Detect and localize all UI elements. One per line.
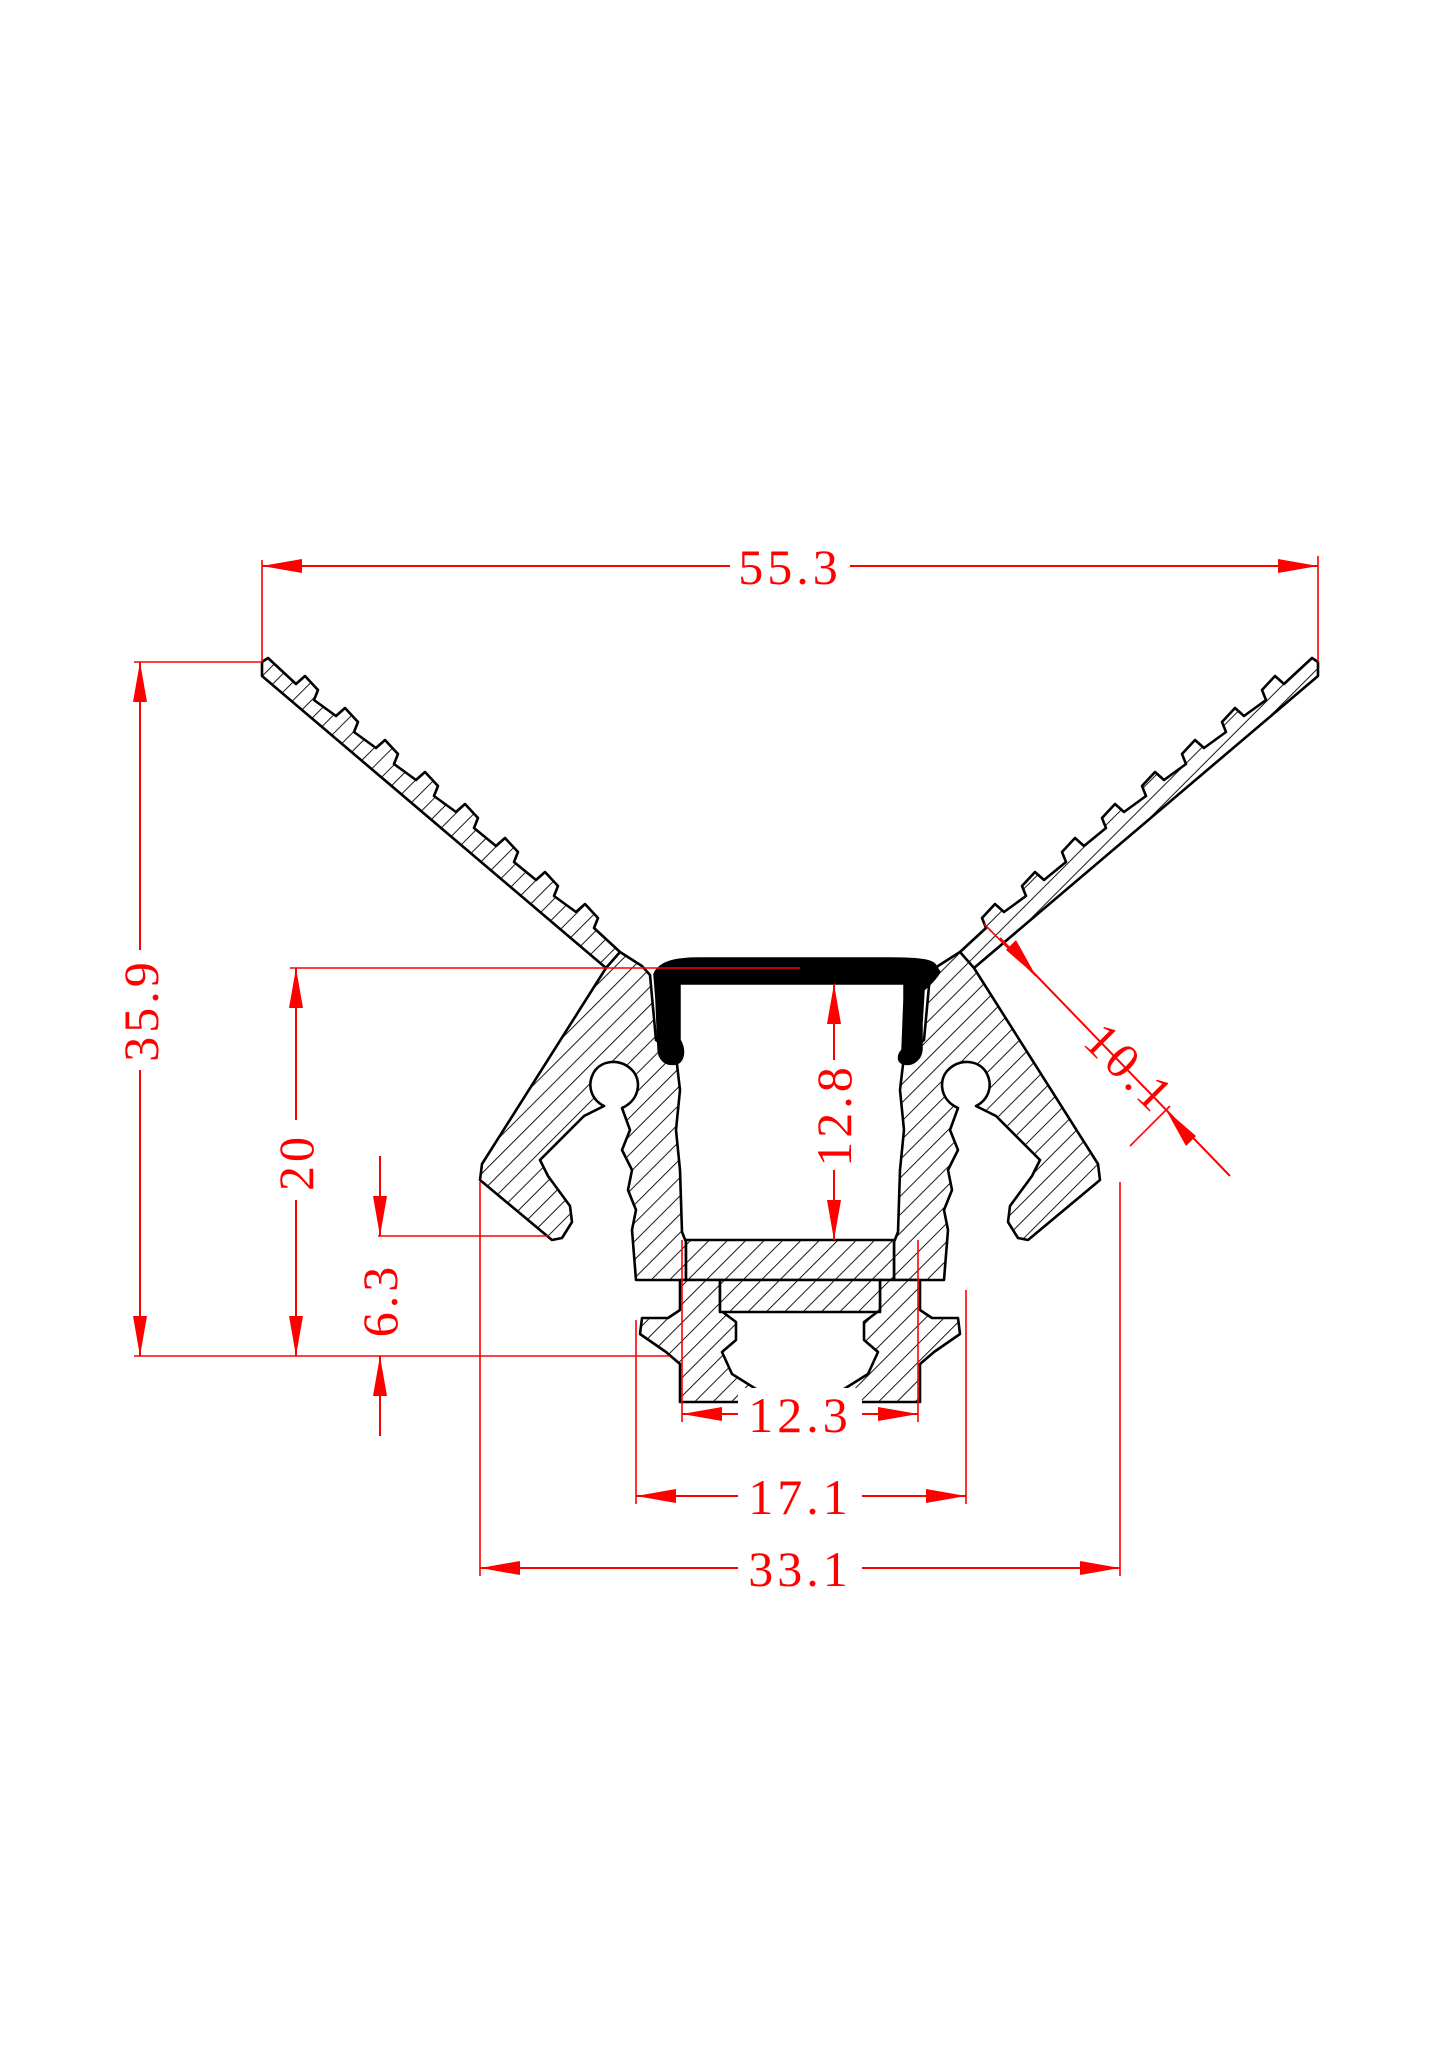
channel-floor	[684, 1238, 896, 1282]
dimensions: 55.3 35.9 20 6.	[110, 535, 1319, 1598]
dim-clip-height: 6.3	[352, 1156, 548, 1436]
dim-overall-height: 35.9	[110, 661, 670, 1357]
diffuser-cover	[653, 957, 941, 1066]
dim-channel-depth-label: 12.8	[806, 1063, 862, 1167]
right-body	[892, 950, 1102, 1282]
right-wing	[958, 656, 1320, 970]
dim-body-height: 20	[268, 967, 800, 1356]
dim-channel-depth: 12.8	[806, 984, 862, 1240]
dim-clip-height-label: 6.3	[352, 1263, 408, 1338]
dim-overall-height-label: 35.9	[113, 958, 169, 1062]
dim-inner-channel-width: 12.3	[681, 1240, 919, 1444]
dim-body-height-label: 20	[268, 1133, 324, 1191]
dim-channel-outer-width: 17.1	[635, 1290, 967, 1526]
left-body	[478, 950, 688, 1282]
left-wing	[260, 656, 622, 970]
dim-base-width-label: 33.1	[748, 1541, 852, 1597]
dim-overall-width: 55.3	[261, 535, 1319, 662]
dim-base-width: 33.1	[479, 1182, 1121, 1598]
aluminium-profile	[260, 656, 1320, 1404]
clip-bridge	[718, 1278, 882, 1314]
dim-channel-outer-width-label: 17.1	[748, 1469, 852, 1525]
dim-inner-channel-width-label: 12.3	[748, 1387, 852, 1443]
dim-overall-width-label: 55.3	[738, 539, 842, 595]
